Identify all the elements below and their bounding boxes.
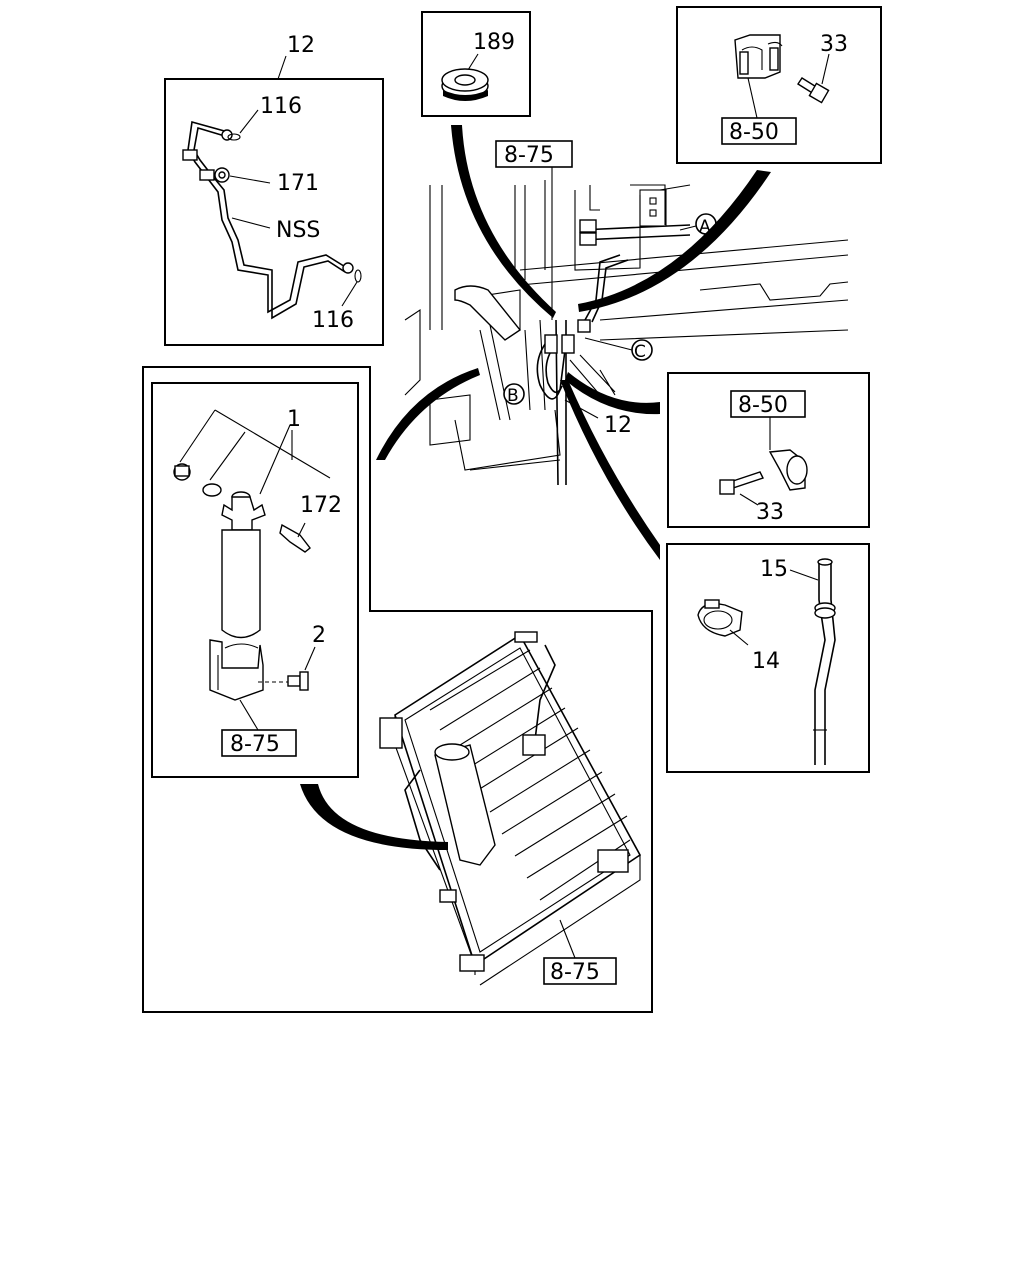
- callout-172: 172: [300, 493, 342, 518]
- condenser-panel: 8-75: [142, 366, 653, 1013]
- callout-12-mid: 12: [604, 413, 632, 438]
- pipe-15-clamp-14-panel: 15 14: [666, 543, 870, 773]
- pipe-12-detail-panel: 12 116 171 NSS 116: [164, 33, 384, 346]
- callout-116-a: 116: [260, 94, 302, 119]
- clip-33-top-panel: 33 8-50: [676, 6, 882, 164]
- callout-189: 189: [473, 30, 515, 55]
- label-nss: NSS: [276, 218, 320, 243]
- callout-14: 14: [752, 649, 780, 674]
- callout-116-b: 116: [312, 308, 354, 333]
- callout-33-top: 33: [820, 32, 848, 57]
- callout-15: 15: [760, 557, 788, 582]
- vehicle-frame-illustration: A C B 8-75 12: [404, 140, 849, 486]
- callout-12-top: 12: [287, 33, 315, 58]
- ref-8-75-top: 8-75: [504, 143, 554, 168]
- ref-8-75-left: 8-75: [230, 732, 280, 757]
- ref-8-50-mid: 8-50: [738, 393, 788, 418]
- circle-b: B: [507, 386, 519, 406]
- clip-33-mid-panel: 8-50 33: [667, 372, 870, 528]
- callout-1: 1: [287, 407, 301, 432]
- callout-171: 171: [277, 171, 319, 196]
- leader-swooshes: [300, 125, 771, 850]
- callout-2: 2: [312, 623, 326, 648]
- grommet-189-panel: 189: [421, 11, 531, 117]
- receiver-drier-panel: 1 172 2 8-75: [151, 382, 359, 778]
- ref-8-50-top: 8-50: [729, 120, 779, 145]
- circle-c: C: [634, 342, 646, 362]
- ref-8-75-bottom: 8-75: [550, 960, 600, 985]
- callout-33-mid: 33: [756, 500, 784, 525]
